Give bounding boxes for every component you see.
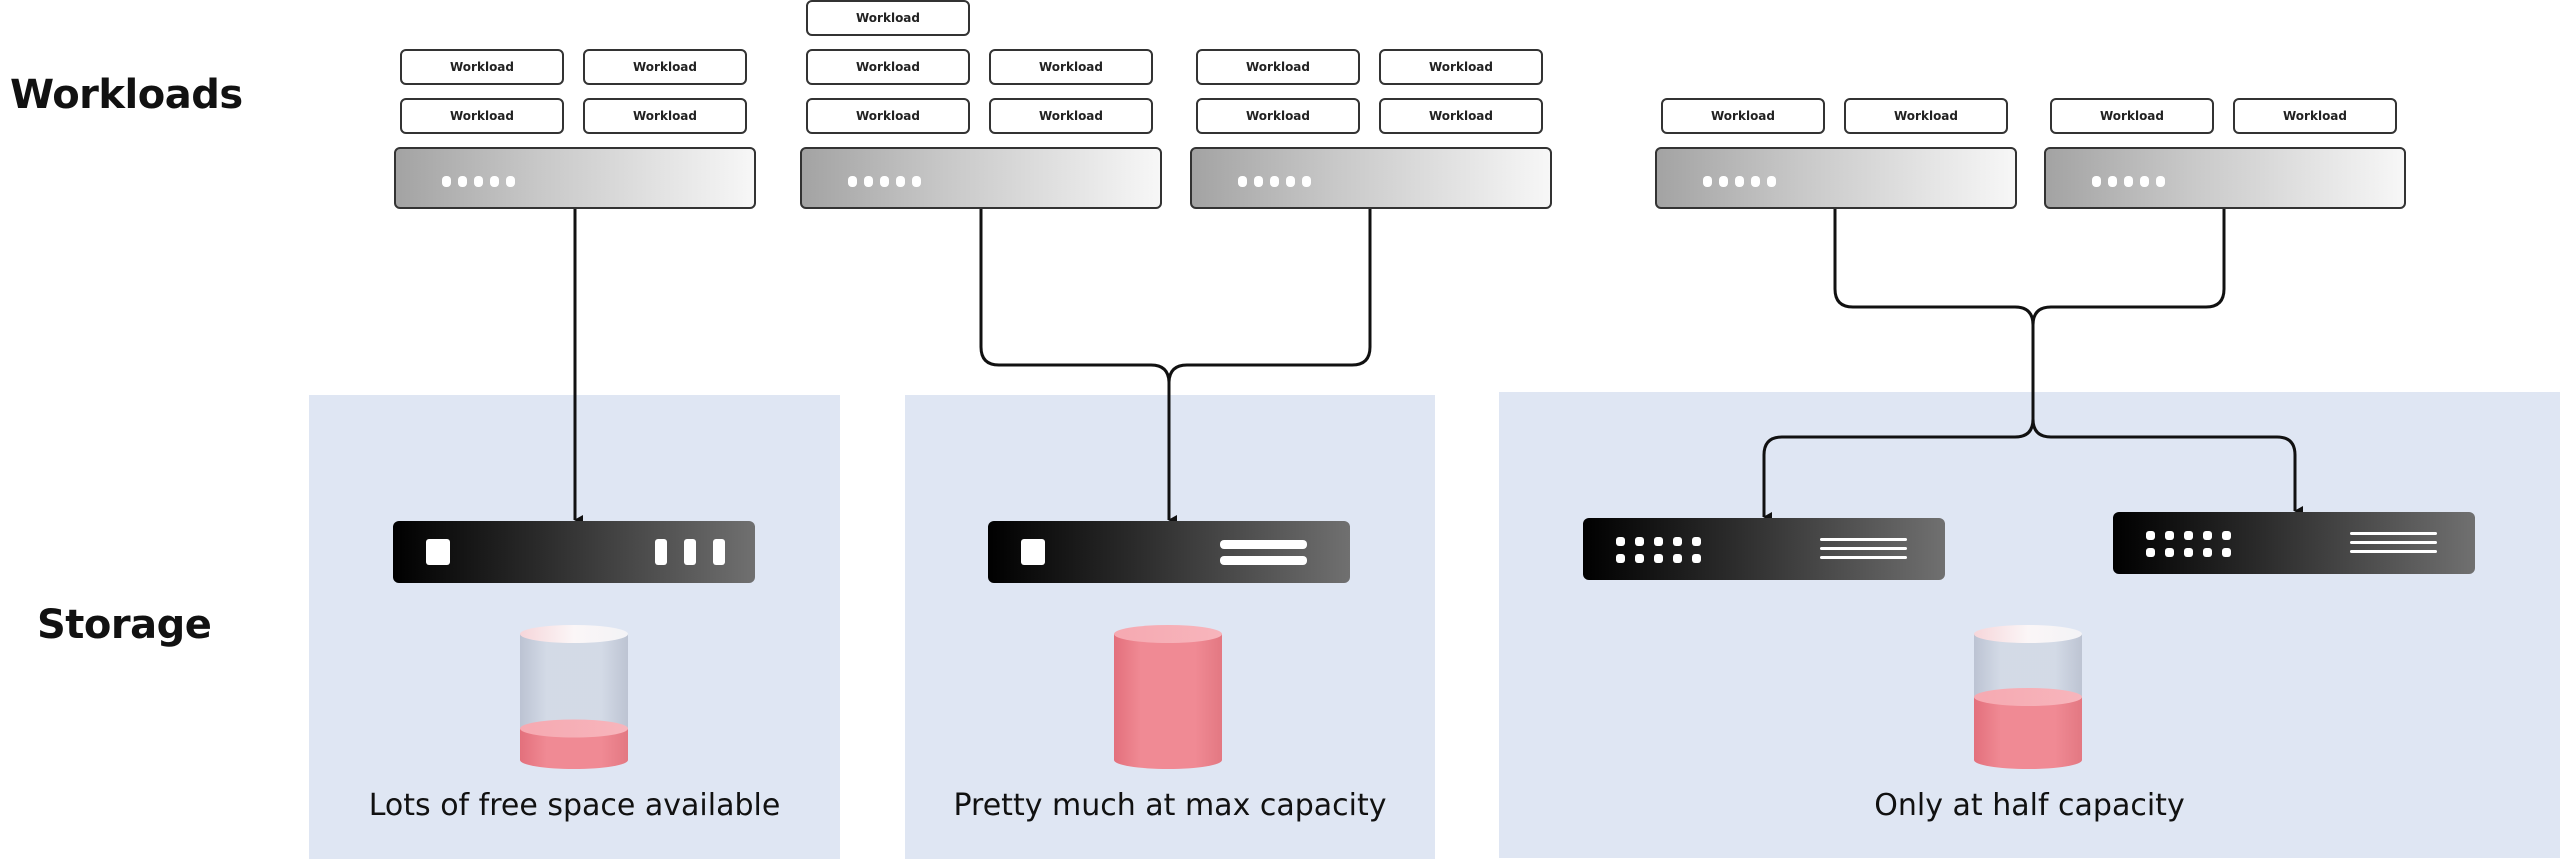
- status-line-icon: [2350, 550, 2437, 553]
- cylinder-fill-level: [1114, 634, 1222, 769]
- workload-box[interactable]: Workload: [1844, 98, 2008, 134]
- host-indicator-dots: [848, 176, 921, 187]
- status-bar-icon: [684, 539, 696, 565]
- status-bar-icon: [1220, 540, 1307, 549]
- cylinder-empty-space: [1974, 634, 2082, 706]
- cylinder-fill-level: [1974, 697, 2082, 769]
- status-bar-icon: [655, 539, 667, 565]
- workload-box[interactable]: Workload: [400, 49, 564, 85]
- connector-host5-branch: [2031, 209, 2226, 326]
- workloads-section-label: Workloads: [10, 72, 243, 118]
- storage-device-2[interactable]: [988, 521, 1350, 583]
- connector-host2-branch: [979, 209, 1171, 384]
- cylinder-fill-surface: [1974, 688, 2082, 706]
- storage-device-1[interactable]: [393, 521, 755, 583]
- capacity-cylinder-1: [520, 625, 628, 769]
- host-indicator-dots: [2092, 176, 2165, 187]
- workload-box[interactable]: Workload: [2050, 98, 2214, 134]
- cylinder-fill-level: [520, 728, 628, 769]
- storage-section-label: Storage: [37, 602, 212, 648]
- status-line-icon: [1820, 538, 1907, 541]
- workload-box[interactable]: Workload: [989, 49, 1153, 85]
- workload-box[interactable]: Workload: [1379, 98, 1543, 134]
- capacity-caption-2: Pretty much at max capacity: [953, 788, 1387, 823]
- host-indicator-dots: [1703, 176, 1776, 187]
- compute-host-5[interactable]: [2044, 147, 2406, 209]
- workload-box[interactable]: Workload: [806, 98, 970, 134]
- workload-box[interactable]: Workload: [806, 49, 970, 85]
- capacity-cylinder-2: [1114, 625, 1222, 769]
- capacity-cylinder-3: [1974, 625, 2082, 769]
- workload-box[interactable]: Workload: [1379, 49, 1543, 85]
- workload-box[interactable]: Workload: [583, 49, 747, 85]
- workload-box[interactable]: Workload: [989, 98, 1153, 134]
- workload-box[interactable]: Workload: [400, 98, 564, 134]
- compute-host-2[interactable]: [800, 147, 1162, 209]
- cylinder-top: [520, 625, 628, 643]
- storage-device-3[interactable]: [1583, 518, 1945, 580]
- host-indicator-dots: [1238, 176, 1311, 187]
- drive-slot-icon: [426, 539, 450, 565]
- cylinder-fill-surface: [1114, 625, 1222, 643]
- status-line-icon: [1820, 547, 1907, 550]
- workload-box[interactable]: Workload: [1196, 98, 1360, 134]
- connector-host4-branch: [1833, 209, 2035, 326]
- status-line-icon: [2350, 541, 2437, 544]
- workload-box[interactable]: Workload: [806, 0, 970, 36]
- drive-slot-icon: [1021, 539, 1045, 565]
- connector-host3-branch: [1167, 209, 1372, 384]
- status-bar-icon: [1220, 556, 1307, 565]
- cylinder-top: [1974, 625, 2082, 643]
- compute-host-3[interactable]: [1190, 147, 1552, 209]
- cylinder-fill-surface: [520, 719, 628, 738]
- workload-box[interactable]: Workload: [1661, 98, 1825, 134]
- capacity-caption-3: Only at half capacity: [1874, 788, 2185, 823]
- workload-box[interactable]: Workload: [1196, 49, 1360, 85]
- capacity-caption-1: Lots of free space available: [368, 788, 781, 823]
- status-bar-icon: [713, 539, 725, 565]
- compute-host-1[interactable]: [394, 147, 756, 209]
- compute-host-4[interactable]: [1655, 147, 2017, 209]
- cylinder-empty-space: [520, 634, 628, 738]
- status-line-icon: [1820, 556, 1907, 559]
- status-line-icon: [2350, 532, 2437, 535]
- host-indicator-dots: [442, 176, 515, 187]
- workload-box[interactable]: Workload: [583, 98, 747, 134]
- storage-device-4[interactable]: [2113, 512, 2475, 574]
- workload-box[interactable]: Workload: [2233, 98, 2397, 134]
